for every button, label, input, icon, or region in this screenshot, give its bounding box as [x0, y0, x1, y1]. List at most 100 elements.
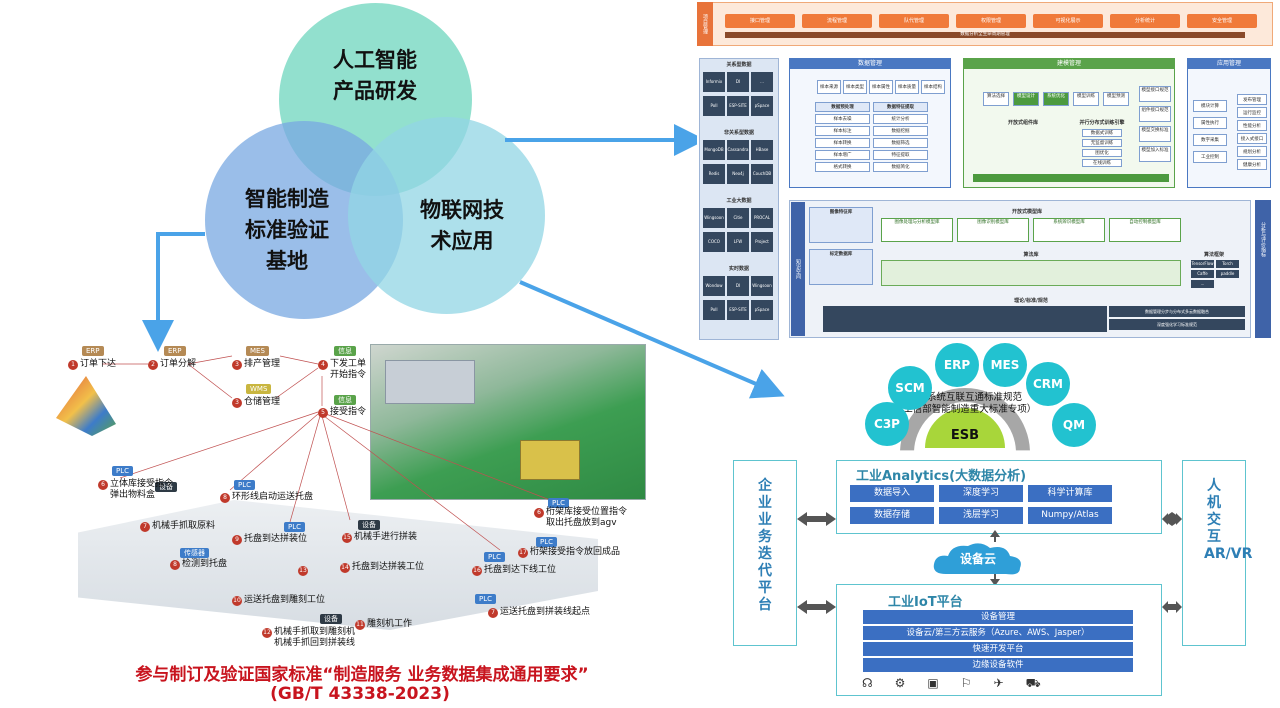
analytics-item: 科学计算库 [1028, 485, 1112, 502]
flow-step-label: 排产管理 [244, 359, 281, 369]
data-preprocess-item: 样本转换 [815, 138, 870, 148]
flow-step-number: 6 [98, 480, 108, 490]
data-feature-item: 数据挖掘 [873, 126, 928, 136]
model-mgmt-panel [963, 58, 1175, 188]
flow-step-label: 检测到托盘 [182, 559, 228, 569]
flow-step-label: 环形线启动运送托盘 [232, 492, 314, 502]
datasource-item: pSpace [751, 96, 773, 116]
datasource-item: Wingsoon [703, 208, 725, 228]
data-source-item: 样本结构 [921, 80, 945, 94]
model-train-item: 数据式训练 [1082, 129, 1122, 137]
iot-item: 设备云/第三方云服务（Azure、AWS、Jasper） [863, 626, 1133, 640]
esb-label: ESB [950, 428, 980, 443]
flow-step-label: 运送托盘到雕刻工位 [244, 595, 326, 605]
data-preprocess-item: 样本去噪 [815, 114, 870, 124]
model-std-item: 模型交换标准 [1139, 126, 1171, 142]
analytics-item: 浅层学习 [939, 507, 1023, 524]
project-item: 队代管理 [879, 14, 949, 28]
datasource-item: ESP-SITE [727, 300, 749, 320]
algo-frame-title: 算法框架 [1203, 252, 1224, 258]
flow-tag: PLC [234, 480, 256, 490]
factory-photo-rack [385, 360, 475, 404]
std-item: 数据管理分步与分布式多云数据融合 [1109, 306, 1245, 317]
flow-tag: 设备 [155, 482, 177, 492]
flow-step-number: 2 [148, 360, 158, 370]
flow-step-label: 仓储管理 [244, 397, 281, 407]
architecture-diagram: 项目管理 接口管理流程管理队代管理权限管理可视化展示分析统计安全管理 数据分析全… [697, 2, 1273, 340]
iot-item: 快速开发平台 [863, 642, 1133, 656]
datasource-item: Project [751, 232, 773, 252]
flow-tag: MES [246, 346, 269, 356]
flow-step-label: 订单下达 [80, 359, 117, 369]
flow-step-label: 立体库接受指令 弹出物料盒 [110, 479, 174, 500]
cloud-shape [933, 543, 1021, 575]
bubble-c3p: C3P [865, 402, 909, 446]
analytics-title: 工业Analytics(大数据分析) [856, 469, 1027, 484]
datasource-item: LFW [727, 232, 749, 252]
flow-step-label: 机械手抓取到雕刻机 机械手抓回到拼装线 [274, 627, 356, 648]
lower-left-box: 图像特征库 [809, 207, 873, 243]
flow-step-label: 雕刻机工作 [367, 619, 413, 629]
datasource-item: Citie [727, 208, 749, 228]
flow-tag: PLC [548, 498, 570, 508]
flow-step-label: 接受指令 [330, 407, 367, 417]
datasource-item: Neo4j [727, 164, 749, 184]
flow-step-label: 机械手进行拼装 [354, 532, 418, 542]
flow-step-number: 9 [232, 535, 242, 545]
datasource-item: Redis [703, 164, 725, 184]
data-preprocess-item: 格式转换 [815, 162, 870, 172]
iot-title: 工业IoT平台 [888, 595, 963, 610]
model-std-item: 模型接口规范 [1139, 86, 1171, 102]
flow-tag: 设备 [320, 614, 342, 624]
right-vertical-bar [1255, 200, 1271, 338]
project-item: 流程管理 [802, 14, 872, 28]
algo-frame-item: Torch [1216, 260, 1239, 268]
data-feature-item: 数据简化 [873, 162, 928, 172]
model-lib-group: 系统辨识模型库 [1033, 218, 1105, 242]
flow-step-number: 14 [340, 563, 350, 573]
flow-step-number: 17 [518, 548, 528, 558]
model-lib-group: 图像处理与分析模型库 [881, 218, 953, 242]
flow-tag: PLC [284, 522, 306, 532]
model-lib-group: 图像识别模型库 [957, 218, 1029, 242]
flow-step-label: 下发工单 开始指令 [330, 359, 367, 380]
datasource-item: COCO [703, 232, 725, 252]
model-step: 模型训练 [1073, 92, 1099, 106]
project-item: 权限管理 [956, 14, 1026, 28]
datasource-item: PROCAL [751, 208, 773, 228]
algo-frame-item: ... [1191, 280, 1214, 288]
datasource-group-title: 关系型数据 [726, 62, 752, 68]
data-feature-item: 统计分析 [873, 114, 928, 124]
data-source-item: 样本质量 [895, 80, 919, 94]
iot-item: 边缘设备软件 [863, 658, 1133, 672]
flow-step-number: 6 [534, 508, 544, 518]
data-feature-item: 特征提取 [873, 150, 928, 160]
project-item: 安全管理 [1187, 14, 1257, 28]
datasource-item: CouchDB [751, 164, 773, 184]
data-mgmt-title: 数据管理 [789, 59, 951, 69]
flow-step-number: 5 [318, 408, 328, 418]
project-mgmt-label: 项目管理 [697, 2, 713, 46]
data-preprocess-item: 样本标注 [815, 126, 870, 136]
lifecycle-label: 数据分析全生命周期管理 [960, 32, 1010, 37]
right-vertical-label: 分析与评价指标 [1260, 222, 1266, 257]
device-icons-row: ☊⚙▣⚐✈⛟ [862, 676, 1063, 690]
analytics-item: 深度学习 [939, 485, 1023, 502]
factory-photo-machine [520, 440, 580, 480]
flow-step-number: 8 [220, 493, 230, 503]
app-right-item: 发布管理 [1237, 94, 1267, 105]
lower-left-box: 标定数据库 [809, 249, 873, 285]
bubble-qm: QM [1052, 403, 1096, 447]
venn-right-label: 物联网技 术应用 [420, 198, 504, 253]
venn-circle-right [348, 117, 545, 314]
model-step: 模型设计 [1013, 92, 1039, 106]
model-train-item: 在线训练 [1082, 159, 1122, 167]
flow-tag: PLC [536, 537, 558, 547]
datasource-item: Wondow [703, 276, 725, 296]
datasource-group-title: 工业大数据 [726, 198, 752, 204]
datasource-group-title: 非关系型数据 [723, 130, 754, 136]
model-step: 算法选择 [983, 92, 1009, 106]
model-step: 模型预测 [1103, 92, 1129, 106]
datasource-item: ... [751, 72, 773, 92]
model-std-item: 模型加入标准 [1139, 146, 1171, 162]
